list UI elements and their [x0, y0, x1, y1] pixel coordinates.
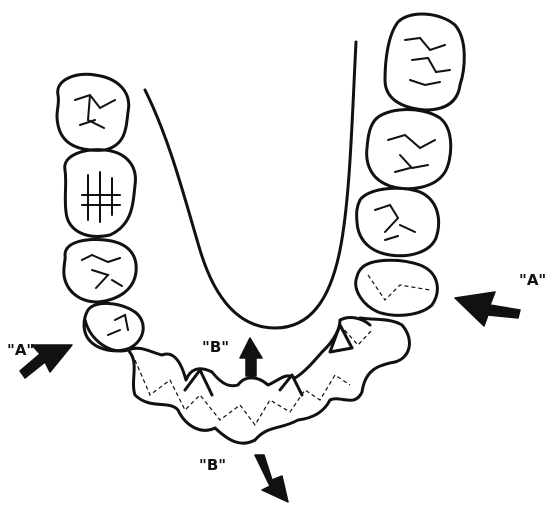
right-molar-1 [383, 12, 466, 112]
label-a-left: "A" [7, 341, 34, 359]
anterior-teeth [83, 316, 411, 445]
lingual-curve [143, 40, 358, 330]
label-a-right: "A" [519, 271, 546, 289]
arrow-a-right [454, 291, 521, 327]
left-premolar-2 [82, 302, 145, 353]
right-molar-2 [365, 108, 453, 191]
right-premolar-2 [354, 258, 439, 317]
arrow-b-upper [239, 337, 263, 377]
right-premolar-1 [355, 186, 441, 258]
arrow-b-lower [254, 454, 289, 503]
left-molar-1 [55, 72, 131, 152]
left-molar-2 [63, 148, 137, 238]
left-premolar-1 [62, 238, 138, 304]
label-b-lower: "B" [199, 456, 226, 474]
label-b-upper: "B" [202, 338, 229, 356]
arrow-a-left [19, 344, 73, 379]
